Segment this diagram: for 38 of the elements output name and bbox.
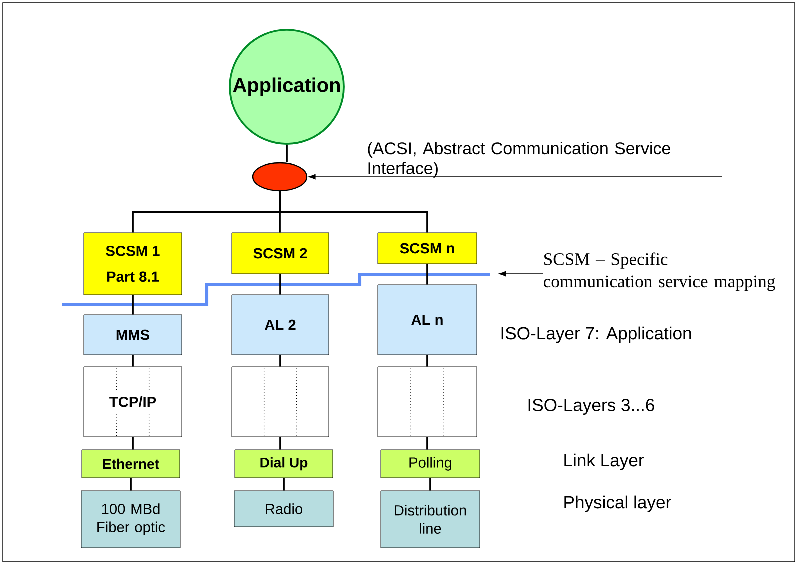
physical-layer-box: 100 MBd Fiber optic [81,490,181,548]
link-layer-box: Polling [380,450,480,478]
layer-label: ISO-Layer 7: Application [502,326,692,344]
arrow [499,271,544,277]
layer-label: Physical layer [564,496,672,512]
connector-line [280,355,282,367]
link-layer-box: Dial Up [234,450,334,478]
connector-line [132,437,134,450]
connector-line [132,355,134,367]
arrow [308,174,722,180]
connector-line [279,192,428,233]
transport-layer-box [232,366,330,438]
application-layer-box: MMS [84,314,182,356]
physical-layer-box: Radio [234,490,334,528]
connector-line [283,478,285,491]
transport-layer-box [378,366,478,438]
connector-line [426,355,428,367]
connector-line [132,295,134,315]
connector-line [286,144,288,162]
layer-label: Link Layer [564,454,644,470]
application-layer-box: AL 2 [232,294,330,356]
connector-line [280,274,282,295]
application-layer-box: AL n [378,284,478,356]
link-layer-box: Ethernet [82,450,180,478]
annotation-text: SCSM – Specific communication service mapping [544,252,776,292]
connector-line [426,264,428,285]
interface-ellipse [252,162,308,192]
mapping-box: SCSM n [378,232,478,264]
connector-line [430,478,432,491]
mapping-box: SCSM 2 [232,232,330,274]
connector-line [426,437,428,450]
mapping-box: SCSM 1 Part 8.1 [84,232,182,296]
layer-label: ISO-Layers 3...6 [528,399,654,415]
transport-layer-box: TCP/IP [84,366,182,438]
physical-layer-box: Distribution line [380,490,480,548]
connector-line [280,437,282,450]
connector-line [130,478,132,491]
annotation-text: (ACSI, Abstract Communication Service Interface) [368,142,670,178]
